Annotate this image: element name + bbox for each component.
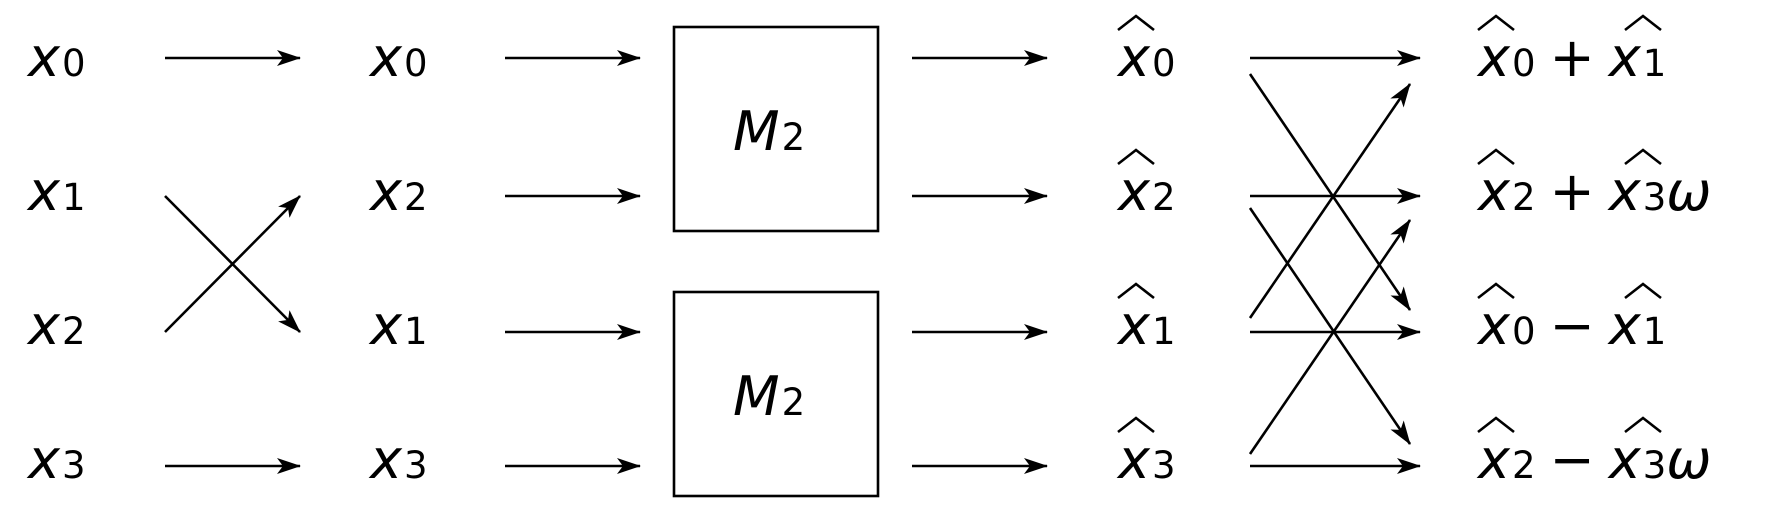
svg-text:x0+x1: x0+x1 <box>1476 26 1666 89</box>
svg-text:x2+x3ω: x2+x3ω <box>1476 160 1712 223</box>
m2-block-bottom-label: M2 <box>733 365 805 428</box>
hat-icon <box>1624 14 1662 32</box>
input-label-3: x3 <box>26 428 86 491</box>
transformed-column: x0 x2 x1 x3 <box>1116 14 1176 491</box>
arrow-x2-to-x2 <box>164 195 301 333</box>
butterfly-diag-2-to-0 <box>1248 83 1412 319</box>
svg-text:x2−x3ω: x2−x3ω <box>1476 428 1712 491</box>
hat-icon <box>1477 148 1515 166</box>
block-input-wires <box>505 50 641 474</box>
m2-block-bottom: M2 <box>672 290 880 498</box>
input-label-1: x1 <box>26 160 86 223</box>
svg-text:x2: x2 <box>1116 160 1176 223</box>
hat-icon <box>1117 416 1155 434</box>
permuted-column: x0 x2 x1 x3 <box>368 26 428 491</box>
m2-block-bottom-box <box>672 290 880 498</box>
butterfly-diag-1-to-3 <box>1248 207 1412 445</box>
hat-icon <box>1624 416 1662 434</box>
block-output-wires <box>912 50 1048 474</box>
input-label-0: x0 <box>26 26 86 89</box>
transformed-label-0: x0 <box>1116 14 1176 89</box>
hat-icon <box>1117 148 1155 166</box>
transformed-label-2: x1 <box>1116 282 1176 357</box>
input-label-2: x2 <box>26 294 86 357</box>
permutation-wires <box>164 50 301 474</box>
svg-text:x1: x1 <box>1116 294 1176 357</box>
hat-icon <box>1117 282 1155 300</box>
output-label-2: x0−x1 <box>1476 282 1666 357</box>
transformed-label-1: x2 <box>1116 148 1176 223</box>
butterfly-wires <box>1248 50 1421 474</box>
output-label-0: x0+x1 <box>1476 14 1666 89</box>
transformed-label-3: x3 <box>1116 416 1176 491</box>
output-column: x0+x1 x2+x3ω x0−x1 x2−x3ω <box>1476 14 1712 491</box>
butterfly-diag-0-to-2 <box>1248 73 1412 311</box>
m2-block-top-box <box>672 25 880 233</box>
hat-icon <box>1117 14 1155 32</box>
permuted-label-3: x3 <box>368 428 428 491</box>
hat-icon <box>1477 416 1515 434</box>
butterfly-diag-3-to-1 <box>1248 219 1412 455</box>
permuted-label-2: x1 <box>368 294 428 357</box>
permuted-label-1: x2 <box>368 160 428 223</box>
output-label-1: x2+x3ω <box>1476 148 1712 223</box>
hat-icon <box>1477 282 1515 300</box>
svg-text:x0: x0 <box>1116 26 1176 89</box>
input-column: x0 x1 x2 x3 <box>26 26 86 491</box>
m2-block-top-label: M2 <box>733 100 805 163</box>
hat-icon <box>1624 148 1662 166</box>
hat-icon <box>1624 282 1662 300</box>
svg-text:x3: x3 <box>1116 428 1176 491</box>
svg-text:x0−x1: x0−x1 <box>1476 294 1666 357</box>
permuted-label-0: x0 <box>368 26 428 89</box>
output-label-3: x2−x3ω <box>1476 416 1712 491</box>
hat-icon <box>1477 14 1515 32</box>
m2-block-top: M2 <box>672 25 880 233</box>
